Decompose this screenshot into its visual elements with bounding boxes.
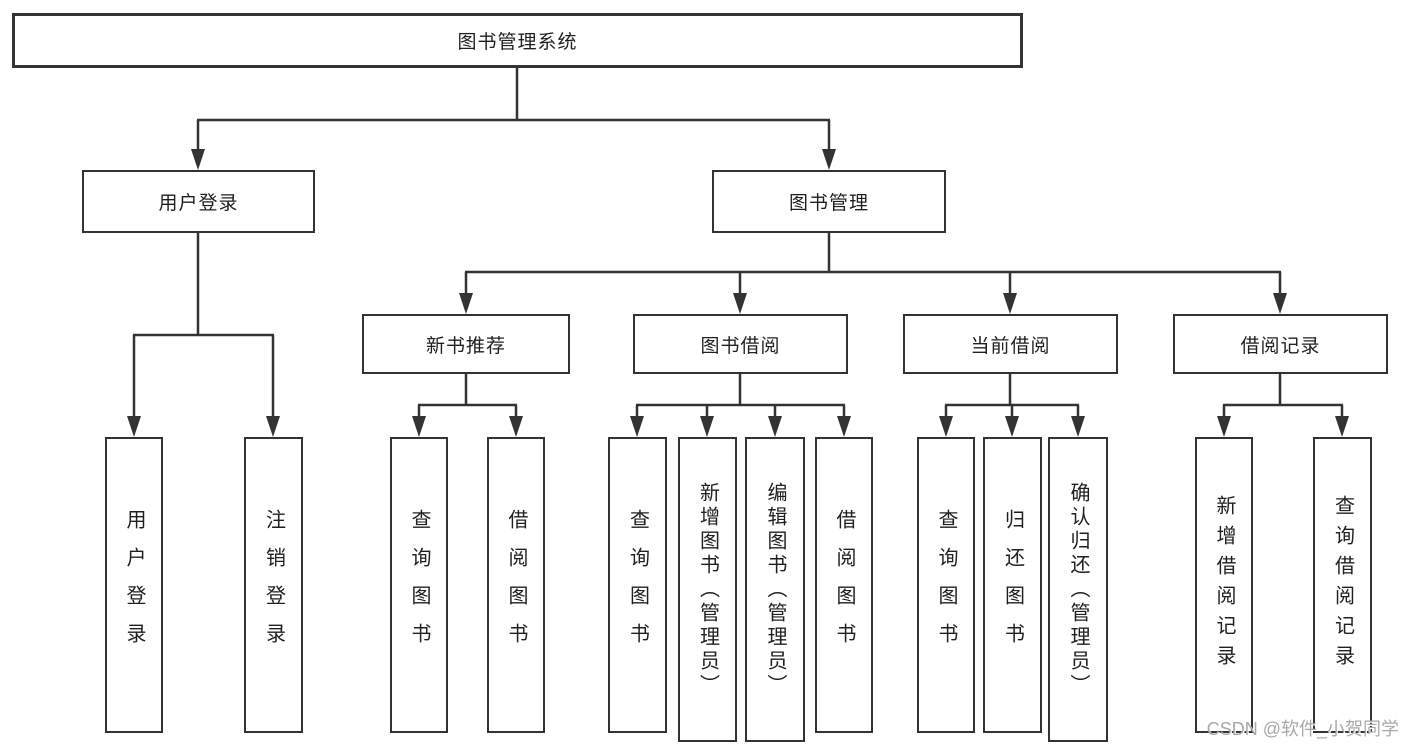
node-label: 图书管理系统 <box>457 32 578 53</box>
node-label: 图书管理 <box>788 193 869 214</box>
leaf-label: 新增图书（管理员） <box>696 481 719 698</box>
leaf-label: 归还图书 <box>1001 509 1024 661</box>
node-label: 新书推荐 <box>425 335 506 357</box>
leaf-label: 查询图书 <box>408 509 430 661</box>
leaf-query-books-current: 查询图书 <box>917 437 975 733</box>
arrowheads <box>127 149 1349 437</box>
leaf-confirm-return-admin: 确认归还（管理员） <box>1048 437 1108 742</box>
leaf-label: 借阅图书 <box>505 509 527 661</box>
leaf-label: 注销登录 <box>262 509 285 661</box>
leaf-label: 查询图书 <box>935 509 957 661</box>
node-library-management-system: 图书管理系统 <box>12 13 1023 68</box>
leaf-borrow-books-newbook: 借阅图书 <box>487 437 545 733</box>
node-book-borrowing: 图书借阅 <box>633 314 848 374</box>
leaf-label: 编辑图书（管理员） <box>764 481 786 698</box>
node-label: 当前借阅 <box>970 335 1051 357</box>
leaf-return-books: 归还图书 <box>983 437 1042 733</box>
leaf-query-books-borrowing: 查询图书 <box>608 437 667 733</box>
node-borrowing-records: 借阅记录 <box>1173 314 1388 374</box>
node-book-management: 图书管理 <box>712 170 946 233</box>
leaf-label: 新增借阅记录 <box>1213 495 1235 675</box>
leaf-label: 查询图书 <box>626 509 649 661</box>
node-current-borrowing: 当前借阅 <box>903 314 1118 374</box>
leaf-query-borrow-record: 查询借阅记录 <box>1313 437 1372 733</box>
node-label: 图书借阅 <box>700 335 781 357</box>
node-label: 用户登录 <box>158 193 239 214</box>
leaf-logout: 注销登录 <box>244 437 303 733</box>
leaf-user-login: 用户登录 <box>105 437 163 733</box>
leaf-add-book-admin: 新增图书（管理员） <box>678 437 737 742</box>
leaf-label: 用户登录 <box>123 509 145 661</box>
leaf-label: 查询借阅记录 <box>1331 495 1354 675</box>
leaf-label: 确认归还（管理员） <box>1067 481 1089 698</box>
node-new-book-recommendation: 新书推荐 <box>362 314 570 374</box>
leaf-query-books-newbook: 查询图书 <box>390 437 448 733</box>
node-label: 借阅记录 <box>1240 335 1321 357</box>
csdn-watermark: CSDN @软件_小贺同学 <box>1206 719 1399 739</box>
leaf-add-borrow-record: 新增借阅记录 <box>1195 437 1253 733</box>
leaf-edit-book-admin: 编辑图书（管理员） <box>745 437 805 742</box>
leaf-label: 借阅图书 <box>833 509 855 661</box>
node-user-login: 用户登录 <box>82 170 315 233</box>
connector-paths <box>132 68 1344 419</box>
leaf-borrow-books-borrowing: 借阅图书 <box>815 437 873 733</box>
